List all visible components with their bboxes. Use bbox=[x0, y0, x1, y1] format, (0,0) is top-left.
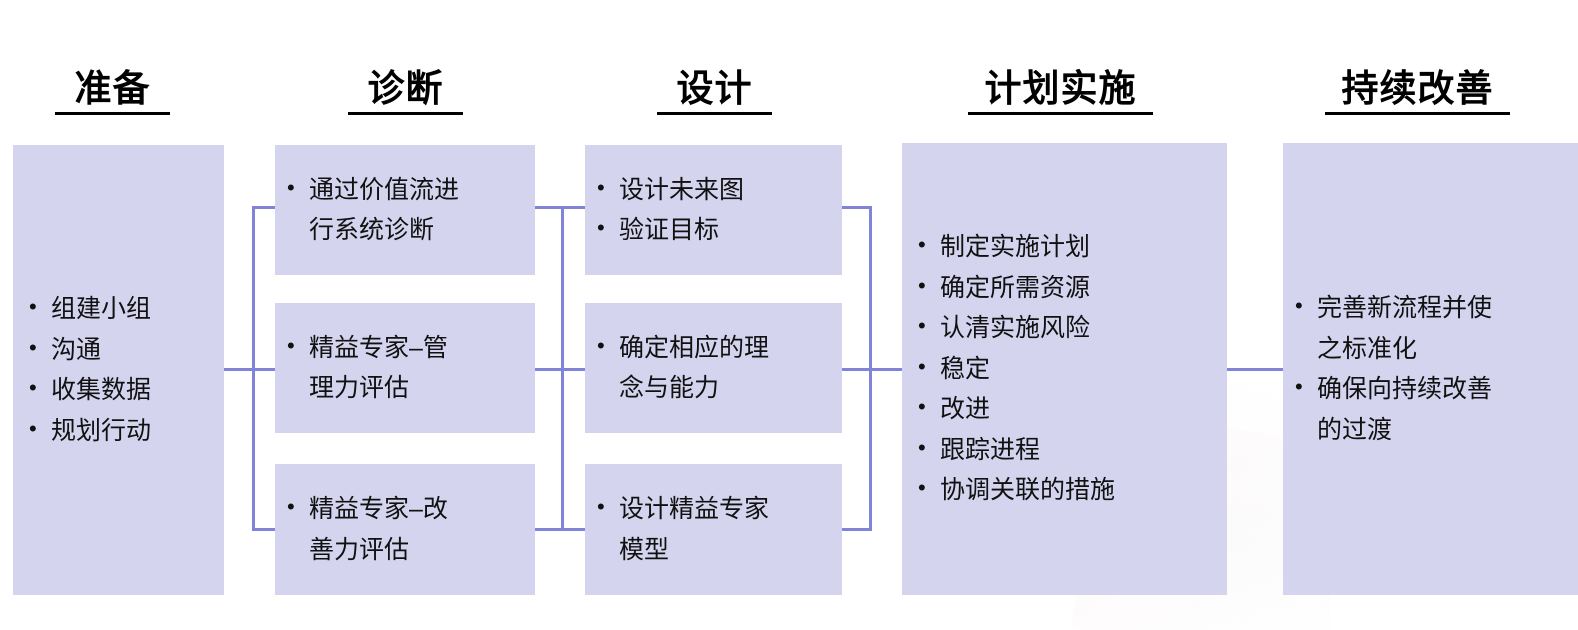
connector-diagnose-branch-1 bbox=[252, 206, 276, 209]
list-item: • 稳定 bbox=[918, 349, 1227, 390]
list-item: • 通过价值流进 行系统诊断 bbox=[287, 170, 535, 251]
bullet-icon: • bbox=[287, 174, 295, 200]
stage-title-prepare: 准备 bbox=[55, 68, 170, 115]
connector-design-out-3 bbox=[842, 528, 872, 531]
bullet-icon: • bbox=[1295, 293, 1303, 318]
list-item: • 设计未来图 bbox=[597, 170, 842, 211]
connector-design-branch-3 bbox=[561, 528, 587, 531]
bullet-icon: • bbox=[287, 494, 295, 519]
list-item: • 改进 bbox=[918, 389, 1227, 430]
connector-prepare-to-diagnose-stem bbox=[224, 368, 254, 371]
list-item: • 确定相应的理 念与能力 bbox=[597, 328, 842, 409]
list-item: • 设计精益专家 模型 bbox=[597, 489, 842, 570]
bullet-icon: • bbox=[918, 394, 926, 420]
list-item: • 完善新流程并使 之标准化 bbox=[1295, 288, 1578, 369]
box-plan-implement-1[interactable]: • 制定实施计划 • 确定所需资源 • 认清实施风险 • 稳定 • 改进 • 跟… bbox=[902, 143, 1227, 595]
connector-design-out-2 bbox=[842, 368, 872, 371]
list-item: • 规划行动 bbox=[29, 411, 224, 452]
list-item: • 组建小组 bbox=[29, 289, 224, 330]
connector-diagnose-out-1 bbox=[535, 206, 561, 209]
bullet-icon: • bbox=[918, 475, 926, 501]
bullet-icon: • bbox=[287, 332, 295, 358]
box-design-1[interactable]: • 设计未来图 • 验证目标 bbox=[585, 145, 842, 275]
list-item: • 确保向持续改善 的过渡 bbox=[1295, 369, 1578, 450]
bullet-icon: • bbox=[29, 294, 37, 319]
list-item: • 验证目标 bbox=[597, 210, 842, 251]
stage-title-design: 设计 bbox=[657, 68, 772, 115]
bullet-icon: • bbox=[918, 232, 926, 258]
list-item: • 确定所需资源 bbox=[918, 268, 1227, 309]
bullet-icon: • bbox=[918, 353, 926, 379]
bullet-icon: • bbox=[29, 334, 37, 360]
connector-plan-branch-in bbox=[869, 368, 905, 371]
connector-plan-to-continuous bbox=[1227, 368, 1287, 371]
list-item: • 跟踪进程 bbox=[918, 430, 1227, 471]
bullet-icon: • bbox=[29, 375, 37, 400]
connector-diagnose-out-2 bbox=[535, 368, 561, 371]
bullet-icon: • bbox=[918, 272, 926, 298]
connector-diagnose-out-3 bbox=[535, 528, 561, 531]
box-design-3[interactable]: • 设计精益专家 模型 bbox=[585, 464, 842, 595]
connector-diagnose-branch-2 bbox=[252, 368, 276, 371]
bullet-icon: • bbox=[597, 332, 605, 358]
bullet-icon: • bbox=[918, 313, 926, 339]
stage-title-plan-implement: 计划实施 bbox=[968, 68, 1153, 115]
list-item: • 认清实施风险 bbox=[918, 308, 1227, 349]
bullet-icon: • bbox=[597, 174, 605, 200]
bullet-icon: • bbox=[597, 215, 605, 240]
list-item: • 精益专家–管 理力评估 bbox=[287, 328, 535, 409]
list-item: • 精益专家–改 善力评估 bbox=[287, 489, 535, 570]
box-design-2[interactable]: • 确定相应的理 念与能力 bbox=[585, 303, 842, 433]
list-item: • 沟通 bbox=[29, 330, 224, 371]
list-item: • 协调关联的措施 bbox=[918, 470, 1227, 511]
list-item: • 收集数据 bbox=[29, 370, 224, 411]
box-diagnose-3[interactable]: • 精益专家–改 善力评估 bbox=[275, 464, 535, 595]
stage-title-diagnose: 诊断 bbox=[348, 68, 463, 115]
box-continuous-improvement-1[interactable]: • 完善新流程并使 之标准化 • 确保向持续改善 的过渡 bbox=[1283, 143, 1578, 595]
bullet-icon: • bbox=[29, 415, 37, 441]
box-prepare-1[interactable]: • 组建小组 • 沟通 • 收集数据 • 规划行动 bbox=[13, 145, 224, 595]
bullet-icon: • bbox=[597, 494, 605, 519]
stage-title-continuous-improvement: 持续改善 bbox=[1325, 68, 1510, 115]
list-item: • 制定实施计划 bbox=[918, 227, 1227, 268]
bullet-icon: • bbox=[918, 434, 926, 460]
box-diagnose-1[interactable]: • 通过价值流进 行系统诊断 bbox=[275, 145, 535, 275]
box-diagnose-2[interactable]: • 精益专家–管 理力评估 bbox=[275, 303, 535, 433]
connector-design-branch-2 bbox=[561, 368, 587, 371]
connector-diagnose-branch-3 bbox=[252, 528, 276, 531]
bullet-icon: • bbox=[1295, 374, 1303, 399]
connector-design-branch-1 bbox=[561, 206, 587, 209]
connector-design-out-1 bbox=[842, 206, 872, 209]
